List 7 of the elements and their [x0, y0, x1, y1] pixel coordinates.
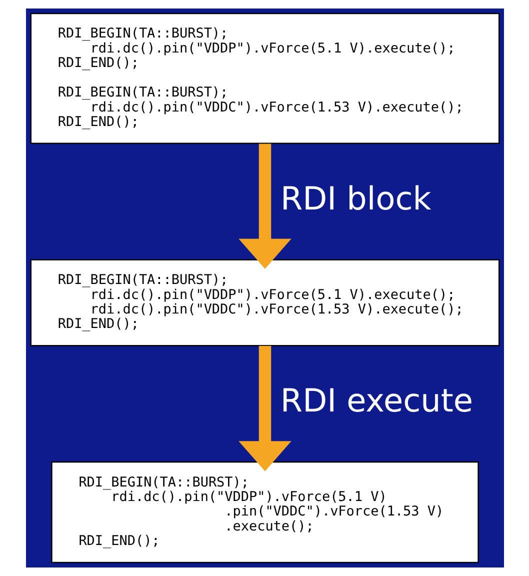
node-box: RDI_BEGIN(TA::BURST); rdi.dc().pin("VDDP").vForce(5.1 V).execute(); RDI_END(); RDI_BEGIN(TA::BURST); rdi.dc().pin("VDDC").vForce(1.53 V).execute(); RDI_END(); [30, 12, 500, 144]
arrow [238, 144, 291, 269]
edge-label: RDI execute [280, 382, 472, 420]
node-box: RDI_BEGIN(TA::BURST); rdi.dc().pin("VDDP").vForce(5.1 V).execute(); rdi.dc().pin("VDDC").vForce(1.53 V).execute(); RDI_END(); [30, 259, 500, 346]
node-box: RDI_BEGIN(TA::BURST); rdi.dc().pin("VDDP").vForce(5.1 V) .pin("VDDC").vForce(1.53 V) .execute(); RDI_END(); [50, 461, 478, 564]
arrow [238, 346, 291, 472]
edge-label: RDI block [280, 179, 431, 218]
